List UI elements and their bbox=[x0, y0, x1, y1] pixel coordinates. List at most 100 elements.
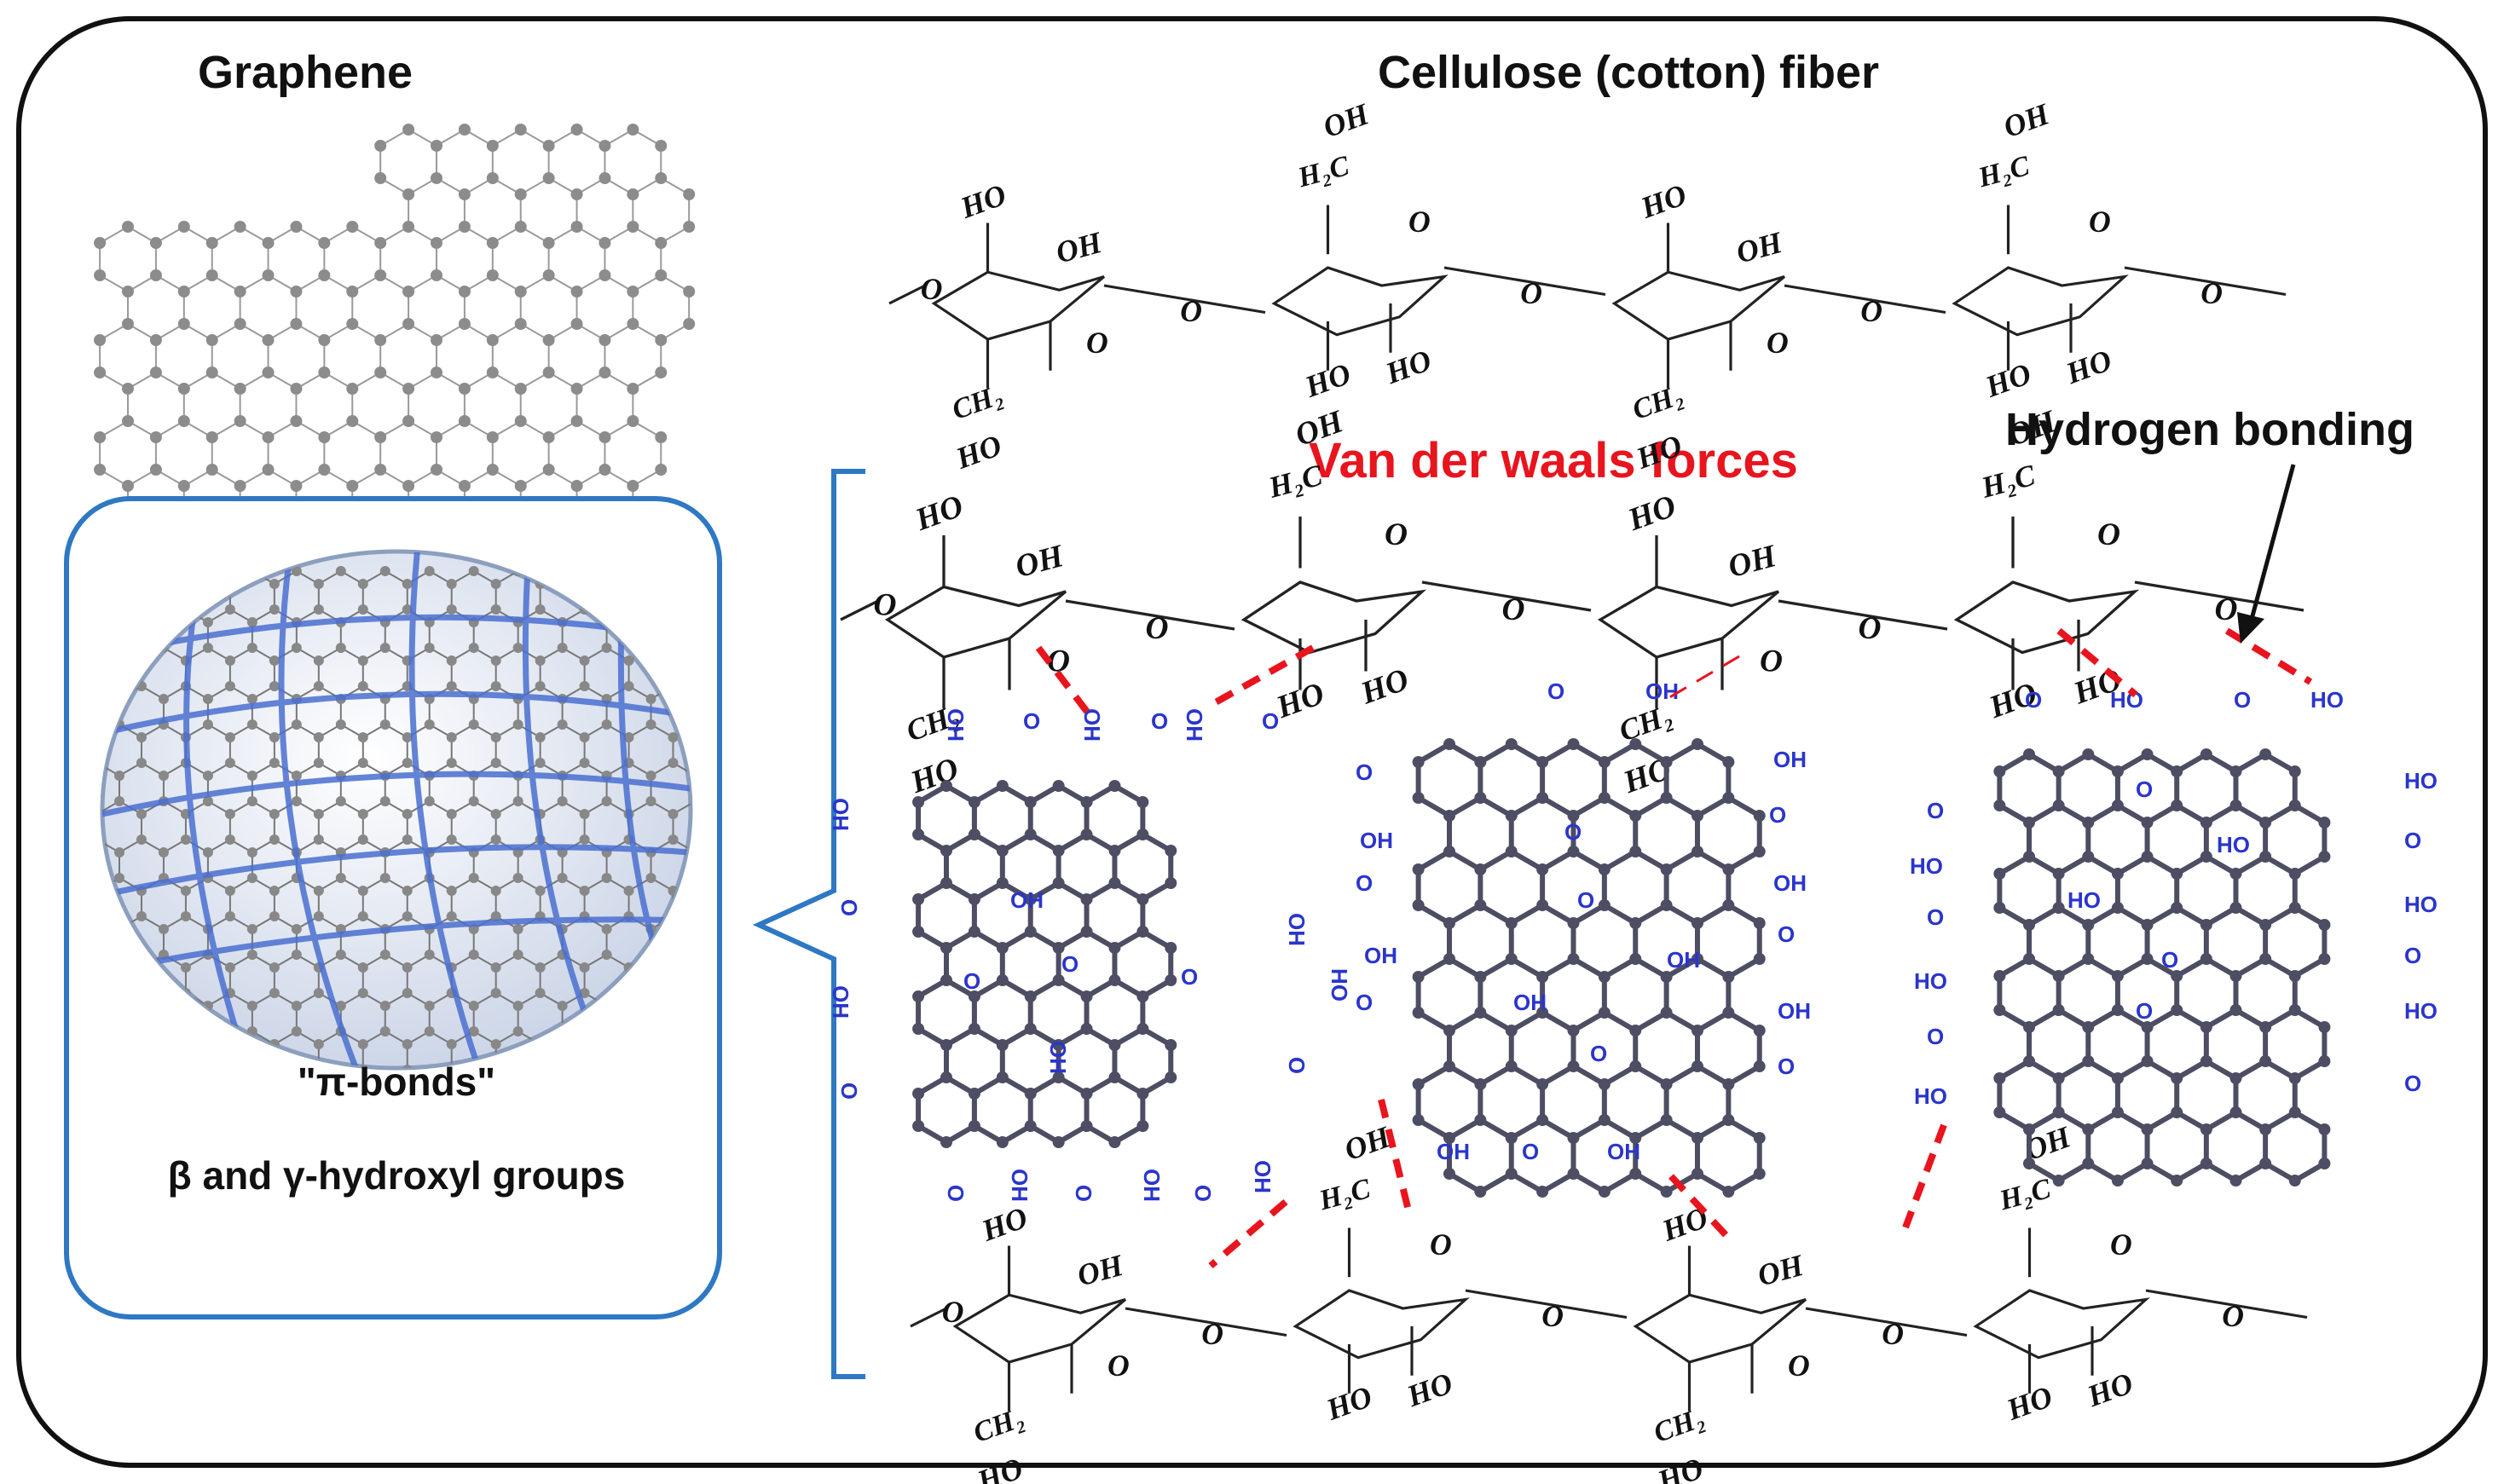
functional-group-label: O bbox=[1151, 708, 1168, 734]
functional-group-label: HO bbox=[2310, 687, 2344, 713]
chem-label: O bbox=[2200, 276, 2223, 310]
functional-group-label: O bbox=[1356, 870, 1373, 896]
functional-group-label: OH bbox=[1360, 828, 1393, 853]
cellulose-title: Cellulose (cotton) fiber bbox=[1378, 47, 1879, 98]
functional-group-label: O bbox=[1190, 1185, 1216, 1202]
functional-group-label: OH bbox=[1513, 990, 1547, 1015]
chem-label: O bbox=[1760, 644, 1783, 679]
chem-label: O bbox=[2222, 1299, 2244, 1333]
hbond-dash bbox=[1035, 645, 1090, 714]
carbon-atoms bbox=[912, 780, 1177, 1148]
chem-label: CH₂ bbox=[969, 1402, 1028, 1449]
hydroxyl-groups-label: β and γ-hydroxyl groups bbox=[168, 1153, 626, 1198]
chem-label: HO bbox=[2082, 1366, 2137, 1413]
functional-group-label: O bbox=[1927, 798, 1944, 823]
chem-label: HO bbox=[2002, 1379, 2057, 1427]
functional-group-label: OH bbox=[1607, 1139, 1640, 1164]
functional-group-label: HO bbox=[1910, 853, 1943, 879]
chem-label: CH₂ bbox=[948, 379, 1007, 426]
functional-group-label: O bbox=[1522, 1139, 1539, 1164]
chem-label: HO bbox=[976, 1200, 1032, 1248]
functional-group-label: HO bbox=[2404, 892, 2437, 917]
functional-group-label: HO bbox=[828, 985, 853, 1019]
chem-label: OH bbox=[1754, 1248, 1807, 1293]
chem-label: HO bbox=[972, 1451, 1027, 1484]
functional-group-label: HO bbox=[1182, 708, 1207, 742]
functional-group-label: OH bbox=[1327, 968, 1352, 1002]
chem-label: O bbox=[1385, 517, 1408, 552]
chem-label: HO bbox=[1356, 662, 1414, 712]
functional-group-label: O bbox=[943, 1185, 969, 1202]
functional-group-label: HO bbox=[2217, 832, 2250, 857]
functional-group-label: O bbox=[2404, 828, 2421, 853]
hbond-dash bbox=[1205, 644, 1315, 711]
chem-label: H₂C bbox=[1316, 1173, 1374, 1217]
chem-label: OH bbox=[1725, 539, 1782, 586]
vdw-forces-label: Van der waals forces bbox=[1309, 433, 1798, 488]
chem-label: CH₂ bbox=[1615, 698, 1677, 748]
magnified-sphere bbox=[100, 549, 693, 1071]
chem-label: HO bbox=[1271, 676, 1329, 725]
functional-group-label: OH bbox=[1773, 747, 1807, 772]
functional-group-label: OH bbox=[1437, 1139, 1470, 1164]
carbon-atoms bbox=[1412, 738, 1766, 1198]
functional-group-label: O bbox=[1547, 678, 1564, 704]
chem-label: O bbox=[1882, 1317, 1904, 1351]
functional-group-label: O bbox=[2136, 777, 2153, 802]
functional-group-label: O bbox=[836, 899, 862, 916]
functional-group-label: HO bbox=[2404, 768, 2437, 794]
functional-group-label: O bbox=[963, 968, 980, 994]
chem-label: O bbox=[1430, 1227, 1452, 1262]
chem-label: O bbox=[2110, 1227, 2132, 1262]
carbon-atoms bbox=[1993, 748, 2331, 1187]
functional-group-label: HO bbox=[1914, 1083, 1947, 1109]
functional-group-label: O bbox=[1356, 759, 1373, 785]
functional-group-label: O bbox=[1356, 990, 1373, 1015]
chem-label: HO bbox=[955, 177, 1010, 225]
functional-group-label: HO bbox=[2067, 887, 2101, 913]
chem-label: OH bbox=[1732, 225, 1786, 270]
functional-group-label: HO bbox=[1007, 1169, 1032, 1202]
chem-label: HO bbox=[951, 428, 1006, 476]
functional-group-label: O bbox=[836, 1083, 862, 1100]
functional-group-label: O bbox=[2404, 943, 2421, 968]
chem-label: O bbox=[1180, 294, 1202, 328]
chem-label: HO bbox=[1652, 1451, 1708, 1484]
hbond-dash bbox=[1208, 1198, 1288, 1269]
chem-label: O bbox=[2215, 592, 2238, 627]
hbond-dash bbox=[2056, 627, 2138, 698]
chem-label: H₂C bbox=[1996, 1173, 2055, 1217]
chem-label: O bbox=[1408, 205, 1431, 239]
functional-group-label: HO bbox=[1284, 913, 1310, 946]
chem-label: HO bbox=[1635, 177, 1691, 225]
functional-group-label: HO bbox=[2110, 687, 2143, 713]
outer-frame bbox=[16, 16, 2488, 1468]
functional-group-label: O bbox=[2404, 1071, 2421, 1096]
chem-label: HO bbox=[2061, 343, 2116, 390]
hbond-dash bbox=[1378, 1099, 1412, 1211]
chem-label: HO bbox=[1321, 1379, 1377, 1427]
chem-label: O bbox=[1086, 326, 1108, 360]
chem-label: O bbox=[1859, 611, 1882, 646]
functional-group-label: O bbox=[1284, 1057, 1310, 1074]
functional-group-label: O bbox=[2234, 687, 2251, 713]
chem-label: H₂C bbox=[1264, 459, 1327, 505]
functional-group-label: HO bbox=[943, 708, 969, 742]
magnified-inset: "π-bonds" β and γ-hydroxyl groups bbox=[64, 496, 722, 1319]
chem-label: O bbox=[1520, 276, 1542, 310]
chem-label: HO bbox=[1380, 343, 1436, 390]
hbond-dash bbox=[1902, 1123, 1947, 1229]
grouping-bracket bbox=[752, 469, 865, 1379]
functional-group-label: O bbox=[1023, 708, 1040, 734]
functional-group-label: O bbox=[1927, 1024, 1944, 1049]
functional-group-label: OH bbox=[1010, 887, 1044, 913]
chem-label: O bbox=[1107, 1348, 1130, 1383]
hbond-dash bbox=[1666, 655, 1740, 701]
functional-group-label: O bbox=[1181, 964, 1198, 990]
chem-label: O bbox=[1788, 1348, 1810, 1383]
functional-group-label: O bbox=[2136, 998, 2153, 1024]
